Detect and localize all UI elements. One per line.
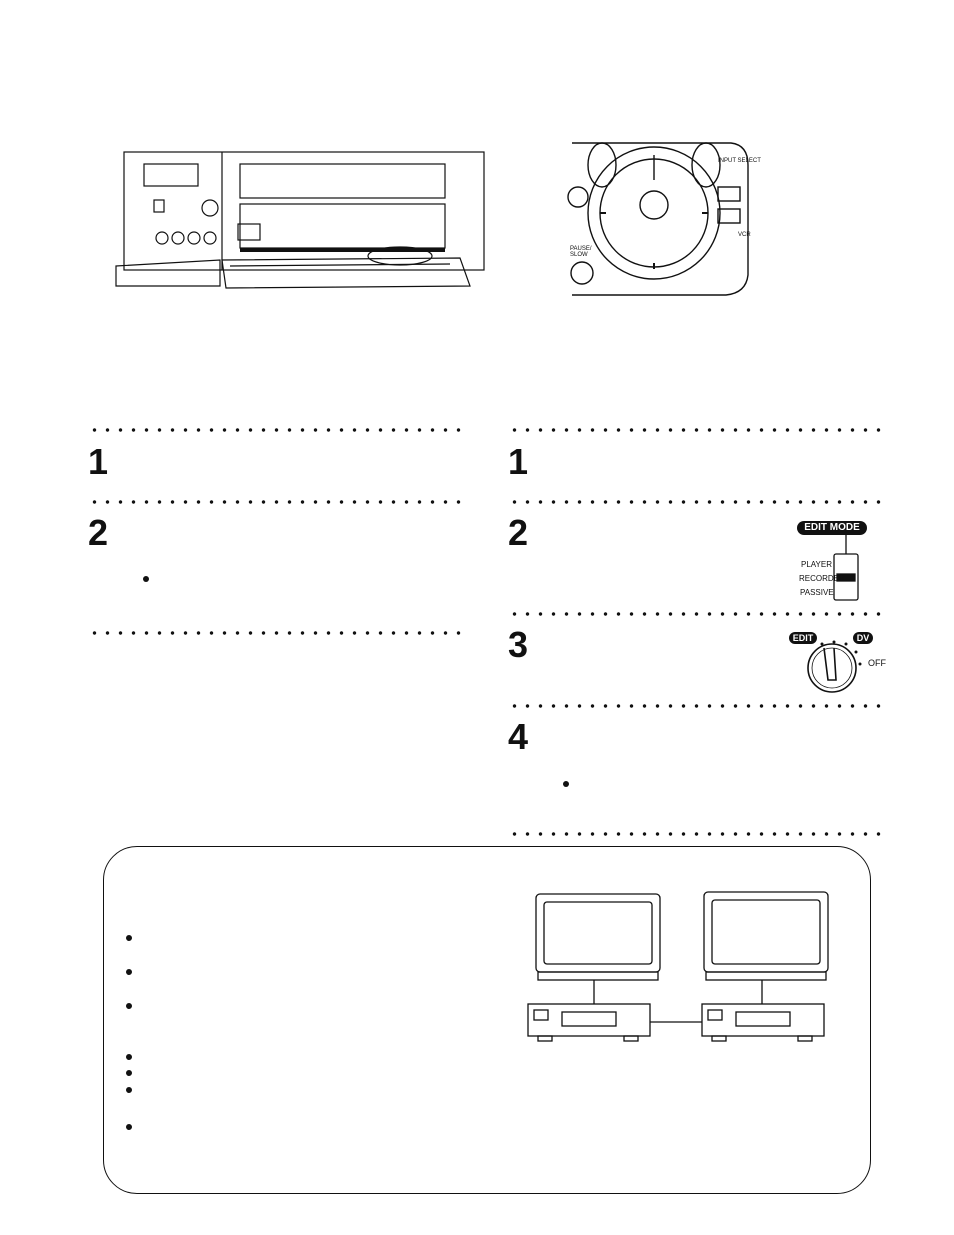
step-number: 1 xyxy=(508,441,529,482)
dial-label-off: OFF xyxy=(868,658,886,668)
dotted-separator xyxy=(508,612,886,616)
bullet xyxy=(126,935,132,941)
edit-mode-header: EDIT MODE xyxy=(797,521,867,535)
step-number: 1 xyxy=(88,441,109,482)
input-select-label: INPUT SELECT xyxy=(718,158,761,164)
edit-mode-option-recorder: RECORDER xyxy=(799,574,845,583)
bullet xyxy=(563,781,569,787)
dial-label-edit: EDIT xyxy=(789,632,817,644)
step-number: 2 xyxy=(88,512,109,553)
vcr-front-panel-illustration xyxy=(115,151,485,289)
dotted-separator xyxy=(508,704,886,708)
dotted-separator xyxy=(88,428,464,432)
edit-mode-option-player: PLAYER xyxy=(801,560,832,569)
dotted-separator xyxy=(508,832,886,836)
dial-label-dv: DV xyxy=(853,632,873,644)
pause-slow-label: PAUSE/ SLOW xyxy=(570,246,592,258)
note-box xyxy=(103,846,871,1194)
bullet xyxy=(126,1054,132,1060)
mode-dial-icon xyxy=(807,640,862,693)
bullet xyxy=(126,1087,132,1093)
vcr-label: VCR xyxy=(738,232,751,238)
jog-dial-illustration xyxy=(567,142,749,296)
bullet xyxy=(126,1003,132,1009)
edit-mode-option-passive: PASSIVE xyxy=(800,588,834,597)
step-number: 2 xyxy=(508,512,529,553)
step-number: 4 xyxy=(508,716,529,757)
bullet xyxy=(126,969,132,975)
edit-mode-switch-icon xyxy=(833,534,859,601)
bullet xyxy=(143,576,149,582)
bullet xyxy=(126,1070,132,1076)
dotted-separator xyxy=(508,428,886,432)
dotted-separator xyxy=(88,500,464,504)
dotted-separator xyxy=(508,500,886,504)
dotted-separator xyxy=(88,631,464,635)
bullet xyxy=(126,1124,132,1130)
tv-vcr-connection-illustration xyxy=(527,891,829,1042)
step-number: 3 xyxy=(508,624,529,665)
